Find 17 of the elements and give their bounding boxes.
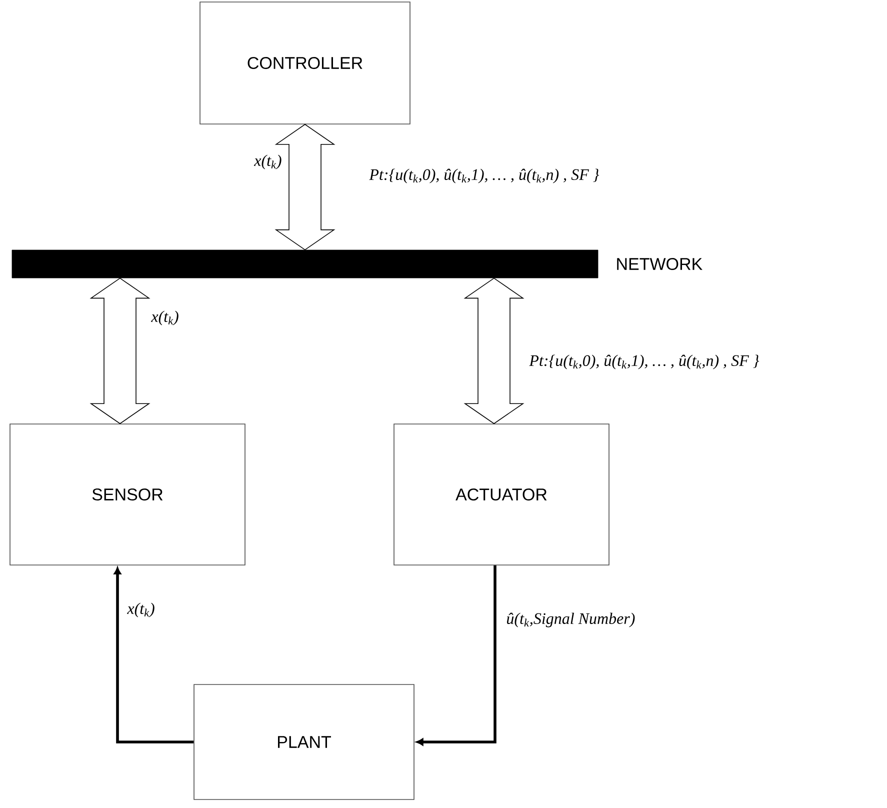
block-box: CONTROLLER xyxy=(200,2,410,124)
signal-label: Pt:{u(t$_{k}$,0), û(t$_{k}$,1), … , û(t$_{k}$,n) , SF } xyxy=(369,168,600,184)
network-bar: NETWORK xyxy=(12,250,702,278)
edge-label: x(t$_{k}$) xyxy=(151,310,178,326)
block-arrow xyxy=(90,278,150,424)
block-box: ACTUATOR xyxy=(394,424,610,566)
arrow xyxy=(416,565,496,746)
node-label: NETWORK xyxy=(617,258,702,270)
block-arrow xyxy=(464,278,524,424)
edge-label: x(t$_{k}$) xyxy=(127,602,154,618)
block-arrow xyxy=(274,124,336,250)
edge-label: Pt:{u(t$_{k}$,0), û(t$_{k}$,1), … , û(t$_{k}$,n) , SF } xyxy=(529,354,760,370)
block-box: PLANT xyxy=(194,684,414,800)
edge-label: x(t$_{k}$) xyxy=(254,154,282,170)
edge-label: û(t$_{k}$,Signal Number) xyxy=(507,612,635,628)
block-box: SENSOR xyxy=(10,424,246,566)
arrow xyxy=(114,567,194,744)
